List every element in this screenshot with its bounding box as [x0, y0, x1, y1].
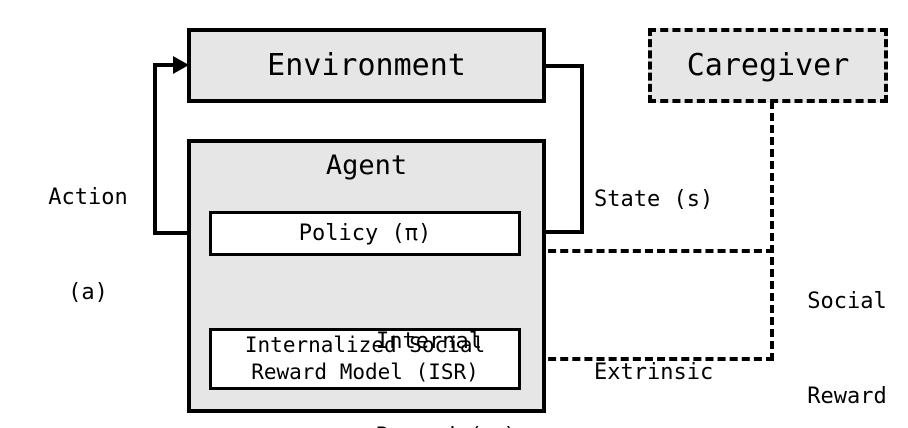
state-edge-horizontal-top: [544, 64, 584, 68]
environment-label: Environment: [267, 47, 466, 83]
caregiver-node[interactable]: Caregiver: [648, 28, 888, 103]
social-reward-trunk-dashed: [770, 101, 774, 361]
action-edge-horizontal-bottom: [153, 231, 211, 235]
action-edge-label: Action (a): [22, 118, 154, 373]
isr-node[interactable]: Internalized Social Reward Model (ISR): [209, 328, 521, 390]
internal-edge-label-line2: Reward (ri): [376, 421, 517, 428]
state-edge-label-gap: [594, 279, 735, 293]
isr-label-line1: Internalized Social: [244, 333, 486, 358]
environment-node[interactable]: Environment: [187, 28, 546, 103]
action-edge-vertical: [153, 63, 157, 235]
social-reward-to-policy-dashed: [536, 249, 774, 253]
state-edge-label-line2: Extrinsic: [594, 360, 714, 386]
policy-label: Policy (π): [298, 220, 432, 246]
internal-edge-label-line1: Internal: [376, 328, 482, 354]
isr-label-line2: Reward Model (ISR): [251, 360, 479, 384]
action-edge-label-line1: Action: [48, 184, 128, 210]
social-reward-to-isr-dashed: [536, 357, 774, 361]
social-reward-edge-label: Social Reward (rs): [792, 222, 902, 428]
state-edge-label-line1: State (s): [594, 186, 714, 212]
social-edge-label-line1: Social: [807, 288, 887, 314]
internal-reward-edge-label: Internal Reward (ri): [376, 262, 517, 428]
action-edge-label-line2: (a): [68, 280, 108, 306]
action-edge-horizontal-top: [155, 63, 179, 67]
state-edge-horizontal-bottom: [536, 230, 584, 234]
agent-label: Agent: [325, 150, 408, 181]
internal-edge-label-line2-post: ): [503, 424, 516, 428]
state-edge-vertical: [580, 64, 584, 234]
policy-node[interactable]: Policy (π): [209, 211, 521, 256]
action-arrowhead: [173, 56, 189, 74]
state-reward-edge-label: State (s) Extrinsic Reward (re): [594, 120, 735, 428]
social-edge-label-line2: Reward: [807, 384, 887, 410]
internal-edge-label-line2-pre: Reward (r: [376, 424, 495, 428]
caregiver-label: Caregiver: [686, 47, 850, 83]
